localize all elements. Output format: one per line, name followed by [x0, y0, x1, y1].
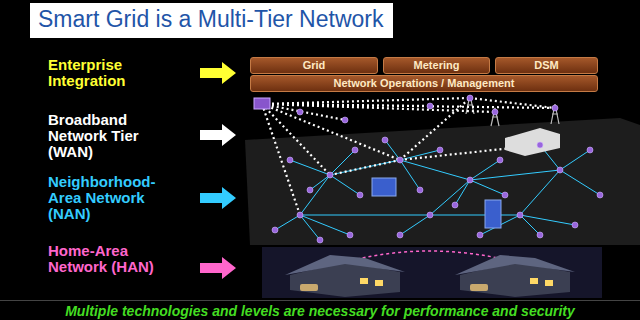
tier-arrow — [200, 62, 236, 84]
house-window — [375, 280, 383, 286]
tier-label: Neighborhood-Area Network (NAN) — [48, 174, 176, 222]
category-label: DSM — [534, 59, 558, 72]
category-box: DSM — [495, 57, 598, 74]
wan-hub — [254, 98, 270, 109]
wan-links — [262, 98, 555, 215]
category-label: Network Operations / Management — [334, 77, 515, 90]
house-window — [530, 278, 538, 284]
category-label: Grid — [303, 59, 326, 72]
tier-label-box: Home-Area Network (HAN) — [48, 243, 176, 275]
tier-arrow — [200, 124, 236, 146]
tier-arrow — [200, 187, 236, 209]
tier-label: Enterprise Integration — [48, 57, 176, 89]
mesh-node-markers — [272, 95, 603, 243]
nan-mesh-links — [275, 140, 600, 240]
tier-label-box: Neighborhood-Area Network (NAN) — [48, 174, 176, 222]
car — [300, 284, 318, 291]
category-box: Grid — [250, 57, 378, 74]
home-area-ground — [262, 247, 602, 298]
tier-label-box: Broadband Network Tier (WAN) — [48, 112, 176, 160]
tier-label-box: Enterprise Integration — [48, 57, 176, 89]
caption: Multiple technologies and levels are nec… — [65, 303, 575, 319]
utility-building — [505, 128, 560, 156]
category-box: Network Operations / Management — [250, 75, 598, 92]
title: Smart Grid is a Multi-Tier Network — [38, 6, 383, 34]
collector-tower — [485, 200, 501, 228]
title-banner: Smart Grid is a Multi-Tier Network — [30, 3, 393, 38]
tier-label: Home-Area Network (HAN) — [48, 243, 176, 275]
car — [470, 284, 488, 291]
category-box: Metering — [383, 57, 490, 74]
terrain — [245, 118, 640, 245]
house-window — [545, 280, 553, 286]
substation — [372, 178, 396, 196]
house-window — [360, 278, 368, 284]
tier-label: Broadband Network Tier (WAN) — [48, 112, 176, 160]
category-label: Metering — [414, 59, 460, 72]
caption-band: Multiple technologies and levels are nec… — [0, 300, 640, 320]
house-roof — [285, 255, 405, 275]
tier-arrow — [200, 257, 236, 279]
house-roof — [455, 255, 575, 275]
